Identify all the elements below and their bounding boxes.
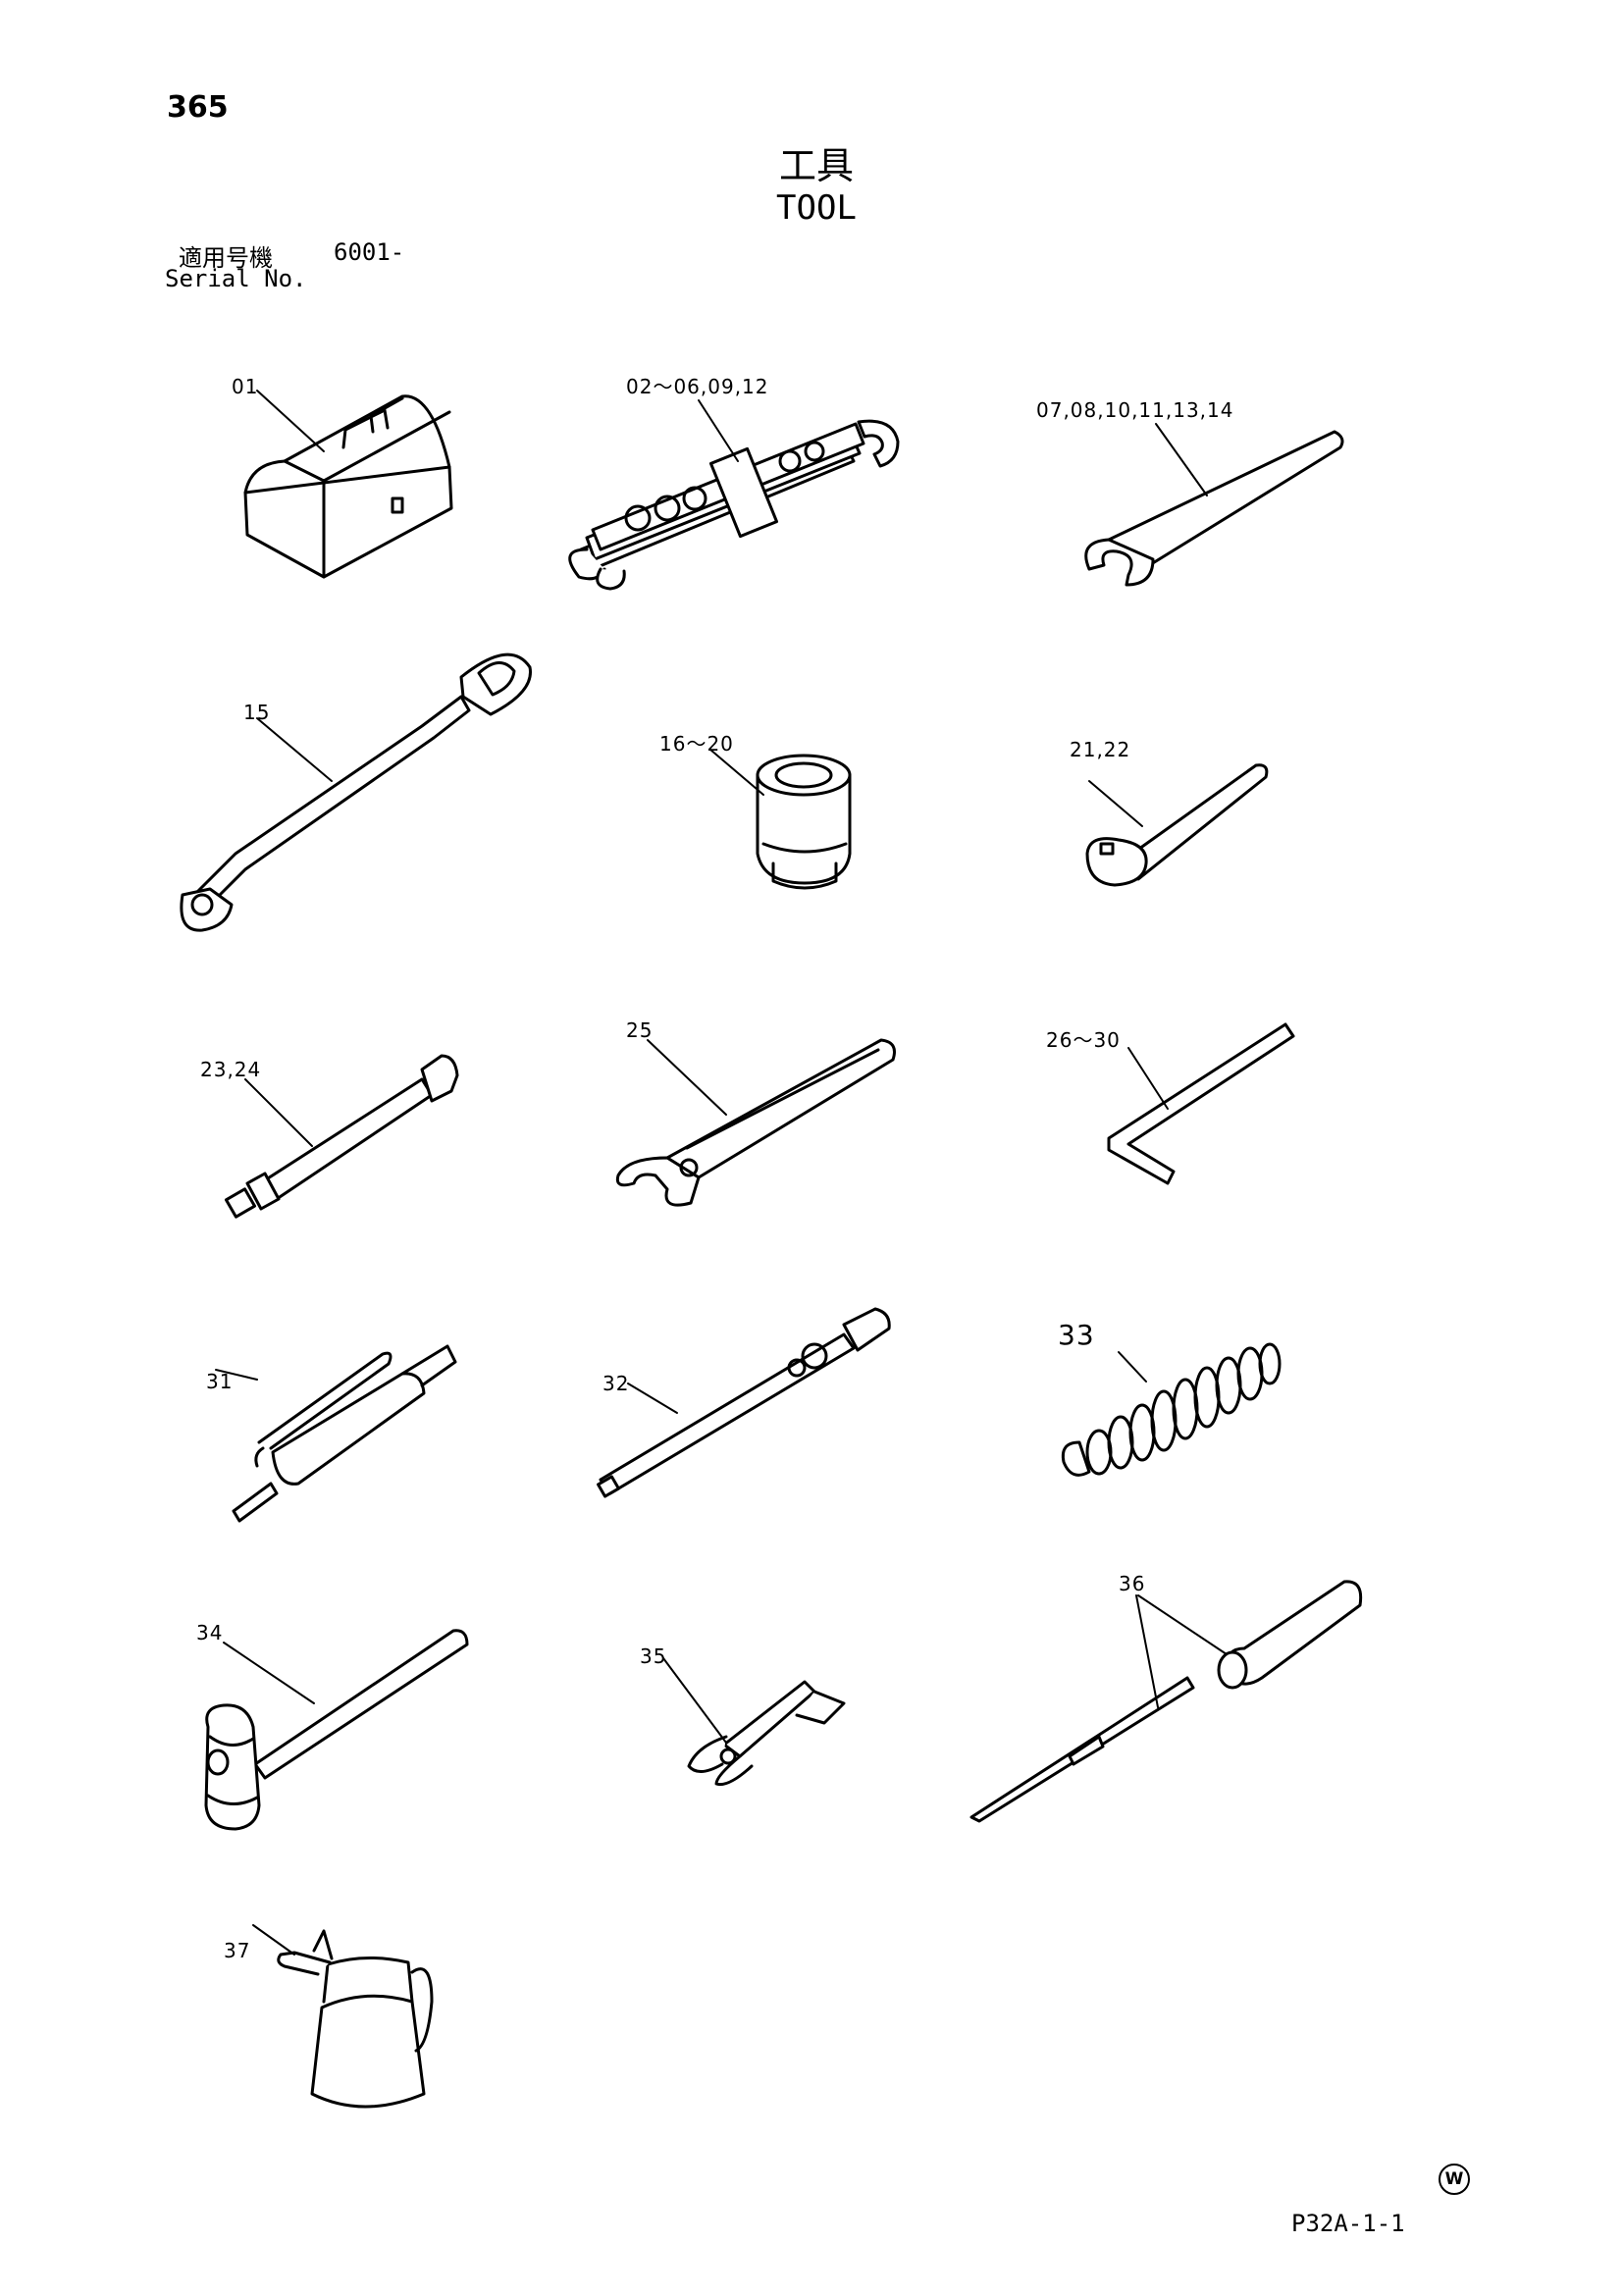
item-label: 01 [232, 375, 259, 398]
item-label: 31 [206, 1370, 234, 1393]
item-label: 16～20 [659, 732, 734, 756]
ratchet-handle-icon [1085, 763, 1269, 887]
item-label: 23,24 [200, 1058, 262, 1081]
item-label: 15 [243, 701, 271, 724]
serial-value: 6001- [334, 238, 405, 266]
spanner-wrench-icon [1084, 423, 1344, 587]
item-label: 37 [224, 1939, 251, 1962]
toolbox-icon [243, 390, 453, 579]
item-label: 33 [1058, 1319, 1095, 1351]
serial-label-en: Serial No. [165, 265, 307, 292]
item-label: 35 [640, 1644, 667, 1668]
box-wrench-icon [180, 652, 532, 932]
circled-w-mark: W [1439, 2164, 1470, 2195]
item-label: 34 [196, 1621, 224, 1644]
pliers-icon [662, 1657, 846, 1787]
item-label: 21,22 [1070, 738, 1131, 761]
extension-bar-icon [224, 1054, 459, 1219]
item-label: 07,08,10,11,13,14 [1036, 398, 1234, 422]
hex-key-icon [1107, 1022, 1295, 1185]
oil-can-icon [252, 1924, 434, 2109]
adjustable-wrench-icon [615, 1038, 896, 1207]
spring-coil-icon [1061, 1342, 1282, 1477]
socket-icon [709, 749, 852, 890]
page-title-jp: 工具 [778, 144, 854, 187]
item-label: 25 [626, 1018, 654, 1042]
item-label: 32 [602, 1372, 630, 1395]
item-label: 36 [1119, 1572, 1146, 1595]
serial-label-jp: 適用号機 [179, 244, 273, 272]
wrench-set-icon [568, 399, 900, 591]
item-label: 26～30 [1046, 1028, 1121, 1052]
page-number: 365 [167, 90, 229, 125]
torque-bar-icon [597, 1307, 891, 1498]
screwdriver-icon [969, 1580, 1363, 1823]
page-code: P32A-1-1 [1291, 2210, 1405, 2237]
grease-gun-icon [215, 1344, 457, 1523]
page-title-en: TOOL [776, 188, 857, 228]
hammer-icon [204, 1629, 469, 1831]
item-label: 02～06,09,12 [626, 375, 769, 398]
